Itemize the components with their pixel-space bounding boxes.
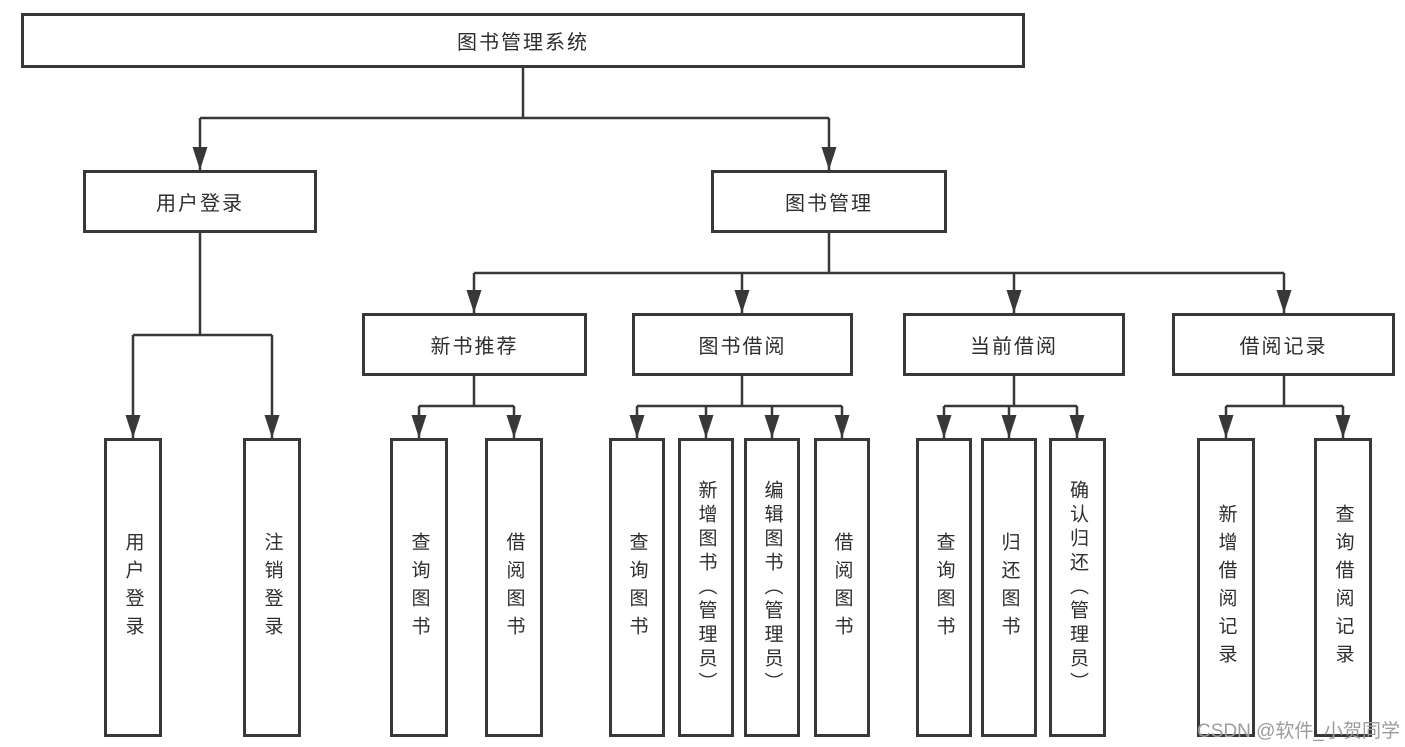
leaf-query-books: 查询图书 <box>609 438 665 737</box>
node-book-borrowing: 图书借阅 <box>632 313 853 376</box>
node-system-root: 图书管理系统 <box>21 13 1025 68</box>
leaf-add-borrow-record: 新增借阅记录 <box>1197 438 1255 737</box>
leaf-borrow-books: 借阅图书 <box>814 438 870 737</box>
node-current-borrowing: 当前借阅 <box>903 313 1125 376</box>
leaf-query-books: 查询图书 <box>916 438 972 737</box>
node-user-login: 用户登录 <box>83 170 317 233</box>
leaf-borrow-books: 借阅图书 <box>485 438 543 737</box>
leaf-logout: 注销登录 <box>243 438 301 737</box>
leaf-confirm-return-admin: 确认归还（管理员） <box>1049 438 1106 737</box>
leaf-query-borrow-record: 查询借阅记录 <box>1314 438 1372 737</box>
csdn-watermark: CSDN @软件_小贺同学 <box>1197 721 1400 742</box>
leaf-add-books-admin: 新增图书（管理员） <box>678 438 734 737</box>
leaf-return-books: 归还图书 <box>981 438 1037 737</box>
leaf-user-login: 用户登录 <box>104 438 162 737</box>
node-book-management: 图书管理 <box>711 170 947 233</box>
node-new-book-recommend: 新书推荐 <box>362 313 587 376</box>
leaf-query-books: 查询图书 <box>390 438 448 737</box>
node-borrowing-records: 借阅记录 <box>1172 313 1395 376</box>
leaf-edit-books-admin: 编辑图书（管理员） <box>744 438 800 737</box>
